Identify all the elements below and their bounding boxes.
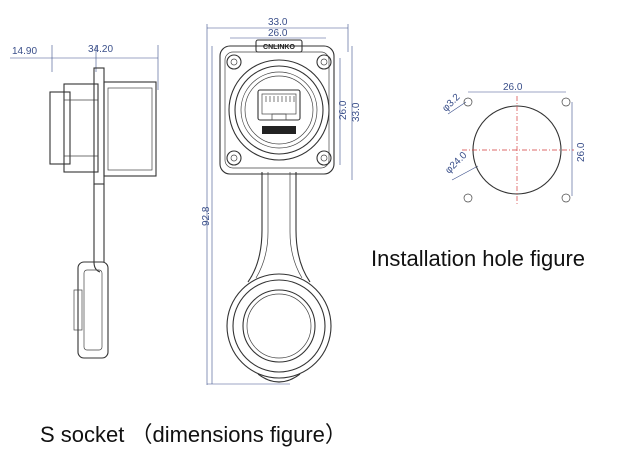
rear-housing	[63, 83, 99, 173]
screw-hole	[316, 150, 332, 166]
dim-flange-label: 14.90	[12, 46, 37, 57]
inner-ring	[240, 71, 318, 149]
front-housing-inner	[107, 87, 153, 171]
cap-strap-right	[295, 172, 311, 283]
mount-hole	[561, 193, 571, 203]
middle-ring	[234, 65, 324, 155]
inner-ring-2	[244, 75, 314, 145]
cap-strap-right-inner	[289, 172, 303, 279]
screw-hole	[316, 54, 332, 70]
screw-hole-inner	[320, 154, 328, 162]
rear-body	[49, 91, 71, 165]
dust-cap-center	[246, 293, 312, 359]
mount-hole	[561, 97, 571, 107]
mount-hole	[463, 97, 473, 107]
dim-hole-spacing-right-label: 26.0	[338, 100, 349, 120]
dim-screw-hole-label: φ3.2	[440, 92, 463, 115]
side-view: 14.90 34.20	[10, 44, 159, 359]
dust-cap	[77, 261, 109, 359]
cap-strap-left	[247, 172, 263, 283]
rj45-inner	[261, 93, 297, 115]
dim-leader-screw	[447, 101, 467, 115]
dust-cap-outer	[226, 273, 332, 379]
logo-text: CNLINKO	[263, 44, 295, 51]
dim-leader-center	[451, 165, 479, 181]
rj45-marking	[262, 126, 296, 134]
outer-ring	[228, 59, 330, 161]
dim-total-length-label: 92.8	[201, 206, 212, 226]
dust-cap-inner	[242, 289, 316, 363]
dim-spacing-top-label: 26.0	[503, 82, 523, 93]
dim-spacing-right-label: 26.0	[576, 142, 587, 162]
cap-strap-left-inner	[255, 172, 269, 279]
dust-cap-tab	[257, 373, 301, 383]
screw-hole	[226, 54, 242, 70]
mount-hole	[463, 193, 473, 203]
main-caption: S socket （dimensions figure）	[40, 422, 347, 447]
cap-strap	[93, 184, 101, 273]
screw-hole-inner	[320, 58, 328, 66]
screw-holes	[226, 54, 332, 166]
dim-outer-width-label: 33.0	[268, 17, 288, 28]
screw-hole	[226, 150, 242, 166]
screw-hole-inner	[230, 154, 238, 162]
square-flange	[219, 45, 335, 175]
dim-outer-height-label: 33.0	[351, 102, 362, 122]
dust-cap-grip	[73, 289, 83, 331]
front-housing	[103, 81, 157, 177]
screw-hole-inner	[230, 58, 238, 66]
dim-hole-spacing-top-label: 26.0	[268, 28, 288, 39]
dust-cap-ring	[232, 279, 326, 373]
hole-figure-caption: Installation hole figure	[371, 246, 585, 271]
dim-length-label: 34.20	[88, 44, 113, 55]
flange-plate	[93, 67, 105, 185]
installation-hole-figure: 26.0 26.0 φ3.2 φ24.0 Installation hole f…	[371, 82, 587, 271]
rj45-port	[257, 89, 301, 134]
rj45-latch	[271, 113, 287, 121]
rj45-outline	[257, 89, 301, 121]
square-flange-inner	[224, 51, 330, 169]
dim-center-hole-label: φ24.0	[443, 150, 469, 176]
logo-plate	[255, 39, 303, 53]
front-view: 33.0 26.0 26.0 33.0 92.8 CNLINKO	[201, 17, 362, 385]
dust-cap-inner	[83, 269, 103, 351]
